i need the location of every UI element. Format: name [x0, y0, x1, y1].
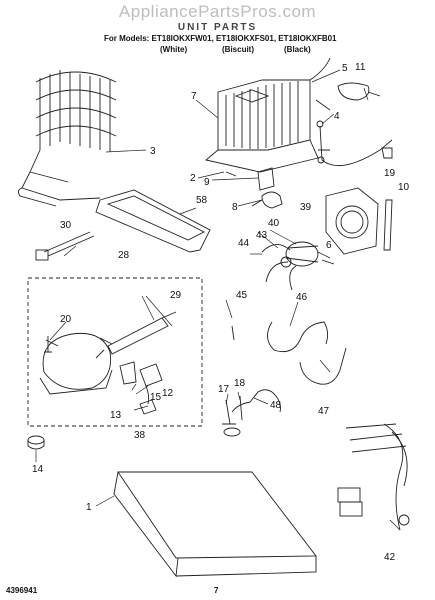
callout-58: 58: [196, 195, 208, 206]
part-9-bracket: [257, 167, 275, 191]
part-14-grommet: [27, 435, 45, 450]
part-10-strip: [383, 199, 393, 251]
callout-9: 9: [204, 177, 210, 188]
base-plate: [113, 471, 317, 578]
callout-18: 18: [234, 378, 246, 389]
callout-13: 13: [110, 410, 122, 421]
compressor: [39, 332, 113, 395]
callout-3: 3: [150, 146, 156, 157]
models-line: For Models: ET18IOKXFW01, ET18IOKXFS01, …: [104, 34, 337, 43]
callout-12: 12: [162, 388, 174, 399]
callout-14: 14: [32, 464, 44, 475]
callout-29: 29: [170, 290, 182, 301]
callout-2: 2: [190, 173, 196, 184]
watermark: AppliancePartsPros.com: [118, 2, 317, 21]
callout-47: 47: [318, 406, 330, 417]
fan-motor: [261, 241, 335, 291]
part-2-screw: [225, 171, 237, 177]
callout-15: 15: [150, 392, 162, 403]
condenser-coil: [17, 70, 117, 207]
callout-5: 5: [342, 63, 348, 74]
color-white: (White): [160, 45, 188, 54]
callout-19: 19: [384, 168, 396, 179]
callout-48: 48: [270, 400, 282, 411]
part-11-pad: [337, 82, 370, 101]
relay-overload: [119, 361, 163, 415]
callout-40: 40: [268, 218, 280, 229]
callout-10: 10: [398, 182, 410, 193]
part-45-pin: [231, 325, 235, 341]
callout-labels: 3 7 5 11 4 2 9 19 10 58 8 39 40 43 44 6 …: [32, 62, 410, 563]
callout-30: 30: [60, 220, 72, 231]
page-number: 7: [214, 586, 219, 595]
callout-28: 28: [118, 250, 130, 261]
doc-number: 4396941: [6, 586, 38, 595]
part-18-screw: [239, 395, 243, 421]
callout-4: 4: [334, 111, 340, 122]
part-46-tubing: [267, 321, 329, 353]
callout-42: 42: [384, 552, 396, 563]
leader-lines: [35, 69, 401, 531]
part-20-bolt: [44, 336, 52, 353]
part-47-tube: [299, 347, 347, 385]
fan-shroud: [325, 187, 379, 255]
part-19-clip: [381, 147, 393, 159]
color-biscuit: (Biscuit): [222, 45, 254, 54]
callout-46: 46: [296, 292, 308, 303]
callout-20: 20: [60, 314, 72, 325]
callout-44: 44: [238, 238, 250, 249]
callout-45: 45: [236, 290, 248, 301]
drain-tray: [95, 189, 211, 253]
callout-1: 1: [86, 502, 92, 513]
part-48-hose: [231, 389, 281, 413]
part-8-sensor: [261, 191, 283, 209]
part-17-screw: [222, 399, 236, 425]
color-black: (Black): [284, 45, 311, 54]
part-30-cord: [35, 231, 95, 261]
callout-6: 6: [326, 240, 332, 251]
callout-11: 11: [355, 62, 366, 73]
part-4-wire: [318, 125, 393, 167]
callout-38: 38: [134, 430, 146, 441]
compressor-group-box: [27, 277, 203, 427]
callout-17: 17: [218, 384, 230, 395]
filter-drier: [95, 311, 177, 359]
wire-harness: [337, 423, 410, 531]
evaporator-assembly: [205, 57, 331, 173]
callout-39: 39: [300, 202, 312, 213]
callout-43: 43: [256, 230, 268, 241]
callout-8: 8: [232, 202, 238, 213]
callout-7: 7: [191, 91, 197, 102]
page-title: UNIT PARTS: [177, 22, 258, 33]
